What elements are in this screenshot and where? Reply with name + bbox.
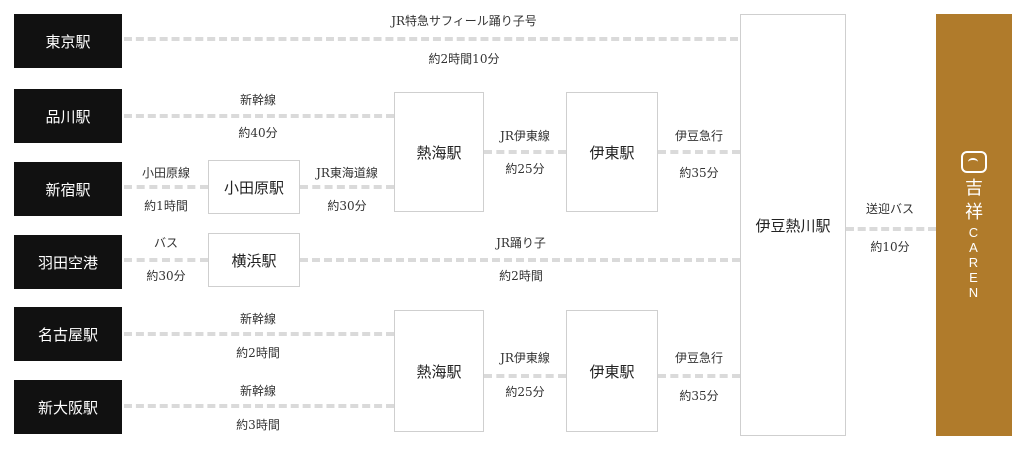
origin-haneda: 羽田空港: [14, 235, 122, 289]
route-line-label: JR伊東線: [500, 129, 550, 143]
route-time-label: 約35分: [679, 389, 719, 403]
route-line-label: JR特急サフィール踊り子号: [391, 14, 537, 28]
route-time-label: 約2時間: [499, 269, 543, 283]
route-time-label: 約30分: [146, 269, 186, 283]
route-time-label: 約30分: [327, 199, 367, 213]
route-line-label: 伊豆急行: [674, 351, 724, 365]
route-time-label: 約25分: [505, 385, 545, 399]
route-time-label: 約35分: [679, 166, 719, 180]
route-line-label: JR踊り子: [496, 236, 546, 250]
brand-letter: A: [969, 239, 979, 255]
route-line-label: 小田原線: [141, 166, 191, 180]
route-line-label: 送迎バス: [865, 202, 915, 216]
route-line-label: 伊豆急行: [674, 129, 724, 143]
route-line-tokyo: [124, 37, 738, 41]
route-time-label: 約10分: [870, 240, 910, 254]
route-line-label: JR東海道線: [316, 166, 378, 180]
route-line-nagoya: [124, 332, 394, 336]
station-ito-top: 伊東駅: [566, 92, 658, 212]
route-line-atami-ito-bottom: [484, 374, 566, 378]
brand-logo-icon: [961, 150, 987, 173]
station-atami-top: 熱海駅: [394, 92, 484, 212]
brand-letter: R: [968, 254, 980, 270]
route-line-shinjuku-2: [300, 185, 394, 189]
route-line-label: 新幹線: [239, 312, 277, 326]
route-time-label: 約40分: [238, 126, 278, 140]
route-time-label: 約25分: [505, 162, 545, 176]
station-ito-bottom: 伊東駅: [566, 310, 658, 432]
brand-kanji-1: 吉: [965, 177, 983, 199]
route-line-label: 新幹線: [239, 384, 277, 398]
origin-shinjuku: 新宿駅: [14, 162, 122, 216]
origin-nagoya: 名古屋駅: [14, 307, 122, 361]
route-line-ito-izu-bottom: [658, 374, 740, 378]
brand-logo: 吉 祥 C A R E N: [961, 150, 987, 300]
route-line-haneda-1: [124, 258, 208, 262]
brand-letter: C: [968, 224, 980, 240]
route-line-shinagawa: [124, 114, 394, 118]
origin-shinagawa: 品川駅: [14, 89, 122, 143]
brand-kanji-2: 祥: [965, 201, 983, 223]
route-line-haneda-2: [300, 258, 740, 262]
route-time-label: 約2時間10分: [428, 52, 500, 66]
route-line-shuttle: [846, 227, 936, 231]
route-line-shinosaka: [124, 404, 394, 408]
station-izu-atagawa: 伊豆熱川駅: [740, 14, 846, 436]
route-line-ito-izu-top: [658, 150, 740, 154]
station-yokohama: 横浜駅: [208, 233, 300, 287]
route-line-shinjuku-1: [124, 185, 208, 189]
route-time-label: 約2時間: [236, 346, 280, 360]
route-line-label: JR伊東線: [500, 351, 550, 365]
route-line-label: 新幹線: [239, 93, 277, 107]
origin-shinosaka: 新大阪駅: [14, 380, 122, 434]
route-time-label: 約3時間: [236, 418, 280, 432]
brand-letter: N: [968, 284, 980, 300]
brand-letter: E: [969, 269, 979, 285]
route-line-atami-ito-top: [484, 150, 566, 154]
station-atami-bottom: 熱海駅: [394, 310, 484, 432]
route-line-label: バス: [153, 236, 179, 250]
origin-tokyo: 東京駅: [14, 14, 122, 68]
station-odawara: 小田原駅: [208, 160, 300, 214]
hotel-brand-panel: 吉 祥 C A R E N: [936, 14, 1012, 436]
route-time-label: 約1時間: [144, 199, 188, 213]
